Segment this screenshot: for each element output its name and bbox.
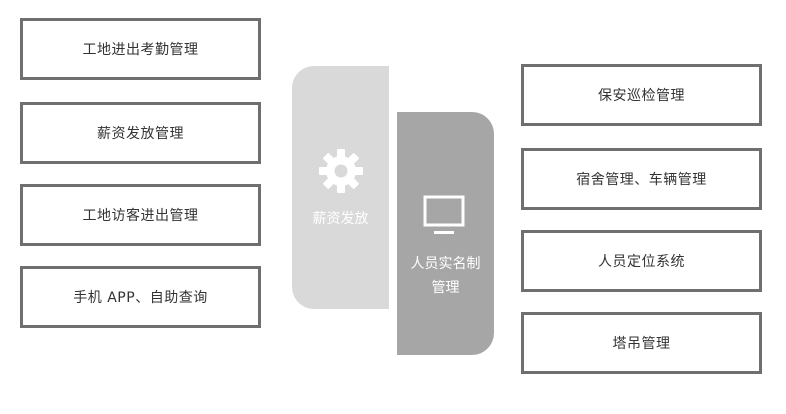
box-label: 薪资发放管理 [97, 126, 184, 142]
box-personnel-location: 人员定位系统 [521, 230, 762, 292]
box-label: 工地访客进出管理 [82, 208, 199, 224]
box-mobile-app: 手机 APP、自助查询 [20, 266, 261, 328]
salary-panel: 薪资发放 [292, 66, 389, 309]
box-label: 手机 APP、自助查询 [73, 290, 208, 306]
realname-panel: 人员实名制 管理 [397, 112, 494, 355]
box-site-attendance: 工地进出考勤管理 [20, 18, 261, 80]
realname-label-line1: 人员实名制 [410, 256, 481, 272]
box-label: 人员定位系统 [598, 254, 685, 270]
gear-icon [319, 149, 363, 193]
box-visitor-management: 工地访客进出管理 [20, 184, 261, 246]
monitor-icon [423, 195, 465, 234]
box-security-patrol: 保安巡检管理 [521, 64, 762, 126]
box-tower-crane: 塔吊管理 [521, 312, 762, 374]
box-salary-management: 薪资发放管理 [20, 102, 261, 164]
salary-label: 薪资发放 [312, 211, 369, 227]
realname-label-line2: 管理 [431, 280, 460, 296]
box-label: 保安巡检管理 [598, 88, 685, 104]
box-label: 宿舍管理、车辆管理 [576, 172, 707, 188]
box-label: 工地进出考勤管理 [82, 42, 199, 58]
box-label: 塔吊管理 [612, 336, 671, 352]
realname-label: 人员实名制 管理 [397, 252, 494, 300]
box-dorm-vehicle: 宿舍管理、车辆管理 [521, 148, 762, 210]
